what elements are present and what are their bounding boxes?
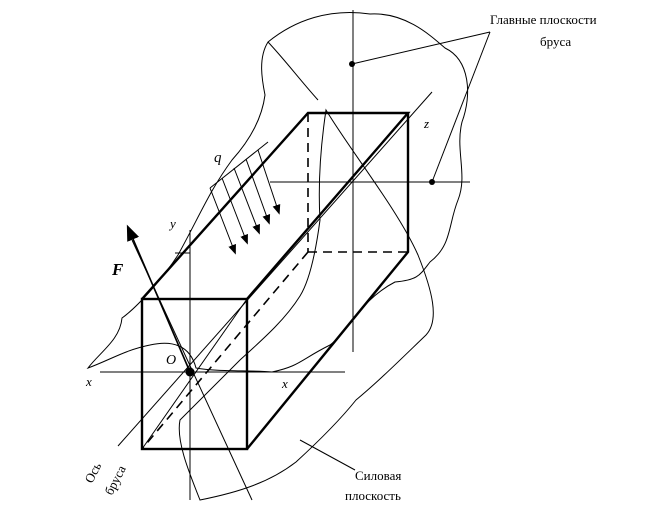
axis-x-left-label: x [85, 374, 92, 389]
force-arrow [126, 224, 191, 373]
leader-force-plane [299, 439, 356, 471]
force-plane-label-line1: Силовая [355, 468, 401, 483]
distributed-load [209, 141, 281, 255]
main-plane-outline [86, 11, 469, 373]
beam-axis-label-line1: Ось [81, 460, 104, 486]
front-face-diagonal [141, 298, 248, 450]
main-planes-label-line1: Главные плоскости [490, 12, 597, 27]
leader-main-planes-1 [351, 31, 491, 65]
back-plane-edge [267, 41, 319, 101]
beam-box [140, 111, 411, 451]
origin-label: O [166, 353, 176, 368]
force-plane-label-line2: плоскость [345, 488, 401, 503]
beam-axis-line [117, 91, 433, 447]
beam-axis-label-line2: бруса [101, 463, 129, 498]
axis-y-label: y [168, 216, 176, 231]
force-plane-outline [178, 108, 434, 501]
main-planes-label-line2: бруса [540, 34, 571, 49]
axis-x-right-label: x [281, 376, 288, 391]
force-label: F [111, 260, 124, 279]
distributed-load-label: q [214, 150, 222, 166]
leader-main-planes-2 [431, 31, 491, 183]
axis-z-label: z [423, 116, 429, 131]
